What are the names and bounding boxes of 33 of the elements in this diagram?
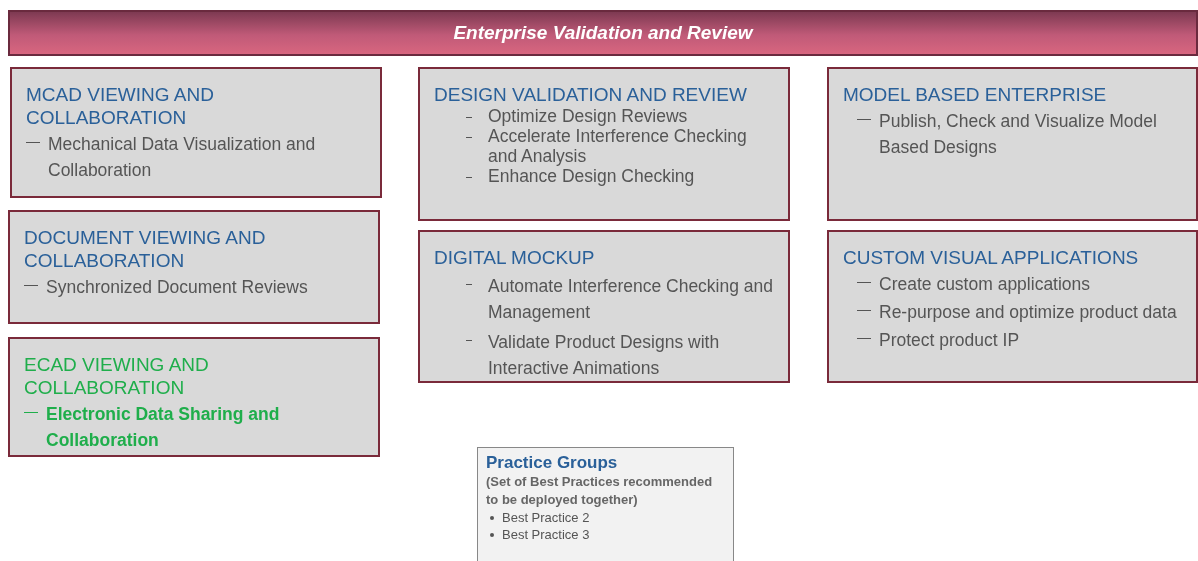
list-item: Electronic Data Sharing and Collaboration: [46, 403, 281, 452]
list-item: Automate Interference Checking and Management: [488, 275, 774, 324]
info-card: [477, 447, 734, 561]
list-item: Best Practice 2: [502, 509, 590, 526]
list-item: Re-purpose and optimize product data: [879, 301, 1177, 324]
category-card: [8, 210, 380, 324]
card-heading: ECAD VIEWING AND COLLABORATION: [24, 353, 210, 399]
card-heading: CUSTOM VISUAL APPLICATIONS: [843, 246, 1140, 269]
list-item: Synchronized Document Reviews: [46, 276, 308, 299]
category-card: [827, 67, 1198, 221]
category-card: [827, 230, 1198, 383]
card-heading: MCAD VIEWING AND COLLABORATION: [26, 83, 215, 129]
list-item: Optimize Design Reviews: [488, 106, 688, 126]
card-heading: DIGITAL MOCKUP: [434, 246, 596, 269]
card-heading: DESIGN VALIDATION AND REVIEW: [434, 83, 748, 106]
category-card: [8, 337, 380, 457]
title-banner: [8, 10, 1198, 56]
list-item: Accelerate Interference Checking and Analysis: [488, 126, 748, 166]
list-item: Mechanical Data Visualization and Collaboration: [48, 133, 317, 182]
list-item: Validate Product Designs with Interactive Animations: [488, 331, 721, 380]
card-subtitle: (Set of Best Practices recommended to be deployed together): [486, 473, 714, 509]
card-heading: DOCUMENT VIEWING AND COLLABORATION: [24, 226, 267, 272]
category-card: [418, 67, 790, 221]
list-item: Publish, Check and Visualize Model Based Designs: [879, 110, 1158, 159]
banner-title: Enterprise Validation and Review: [453, 22, 753, 44]
list-item: Create custom applications: [879, 273, 1091, 296]
card-heading: MODEL BASED ENTERPRISE: [843, 83, 1108, 106]
list-item: Enhance Design Checking: [488, 166, 695, 186]
card-heading: Practice Groups: [486, 453, 619, 473]
list-item: Best Practice 3: [502, 526, 590, 543]
list-item: Protect product IP: [879, 329, 1020, 352]
category-card: [10, 67, 382, 198]
category-card: [418, 230, 790, 383]
